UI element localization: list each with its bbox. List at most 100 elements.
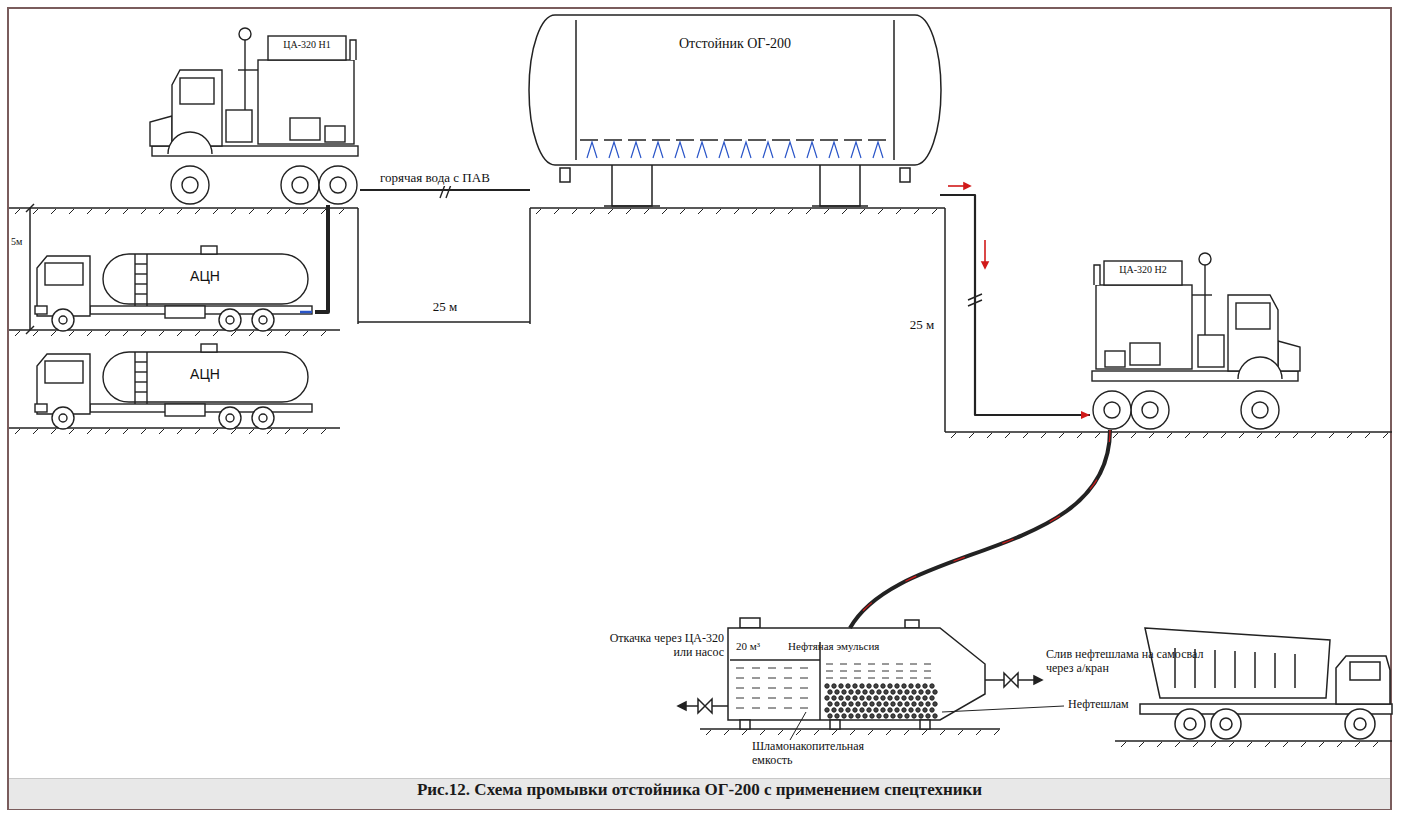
drawing-stroke [867,708,871,712]
drawing-stroke [1319,742,1324,747]
drawing-stroke [770,209,775,214]
drawing-stroke [752,708,760,709]
drawing-stroke [910,671,917,672]
drawing-stroke [909,684,913,688]
drawing-stroke [863,714,867,718]
drawing-stroke [51,209,56,214]
drawing-stroke [321,209,326,214]
drawing-stroke [916,696,920,700]
drawing-stroke [825,708,829,712]
drawing-stroke [881,696,885,700]
drawing-stroke [195,331,200,336]
drawing-stroke [860,696,864,700]
drawing-stroke [912,702,916,706]
drawing-stroke [948,185,964,187]
drawing-stroke [752,209,757,214]
drawing-stroke [1229,742,1234,747]
drawing-stroke [867,684,871,688]
drawing-stroke [575,20,577,160]
drawing-stroke [736,688,744,689]
drawing-stroke [856,714,860,718]
drawing-stroke [105,331,110,336]
drawing-stroke [800,708,808,709]
drawing-stroke [824,209,829,214]
drawing-stroke [15,209,20,214]
unit-label: ЦА-320 Н2 [1104,264,1182,276]
tank-title: Отстойник ОГ-200 [650,36,820,52]
drawing-stroke [945,431,1392,433]
drawing-stroke [300,311,312,314]
drawing-stroke [590,209,595,214]
drawing-stroke [1184,718,1196,730]
drawing-stroke [909,696,913,700]
drawing-stroke [898,690,902,694]
drawing-stroke [267,209,272,214]
drawing-stroke [969,433,974,438]
drawing-stroke [1329,433,1334,438]
drawing-stroke [905,620,919,628]
drawing-stroke [177,429,182,434]
drawing-stroke [905,690,909,694]
drawing-stroke [926,690,930,694]
drawing-stroke [940,730,945,735]
drawing-stroke [1005,433,1010,438]
drawing-stroke [835,714,839,718]
equipment-node: ЦА-320 Н2 [1090,255,1300,430]
drawing-stroke [856,702,860,706]
drawing-stroke [900,168,910,182]
drawing-stroke [868,671,875,672]
drawing-stroke [860,209,865,214]
callout-label: Шламонакопительная емкость [752,740,902,768]
drawing-stroke [768,708,776,709]
drawing-stroke [854,671,861,672]
drawing-stroke [826,678,833,679]
drawing-stroke [930,708,934,712]
drawing-stroke [724,730,729,735]
drawing-stroke [159,331,164,336]
drawing-stroke [123,331,128,336]
drawing-stroke [1145,628,1330,698]
drawing-stroke [912,714,916,718]
drawing-stroke [884,714,888,718]
drawing-stroke [902,696,906,700]
drawing-stroke [1211,709,1241,739]
unit-label: ЦА-320 Н1 [269,39,345,51]
drawing-stroke [51,429,56,434]
drawing-stroke [719,142,729,158]
drawing-stroke [159,209,164,214]
drawing-stroke [1311,433,1316,438]
drawing-stroke [249,209,254,214]
drawing-stroke [800,678,808,679]
drawing-stroke [877,702,881,706]
drawing-stroke [790,712,806,740]
drawing-stroke [800,698,808,699]
drawing-stroke [919,690,923,694]
drawing-stroke [1149,433,1154,438]
drawing-stroke [898,714,902,718]
drawing-stroke [920,720,930,729]
drawing-stroke [33,209,38,214]
drawing-stroke [1354,718,1366,730]
drawing-stroke [851,142,861,158]
drawing-stroke [35,344,312,429]
drawing-stroke [826,671,833,672]
drawing-stroke [1347,433,1352,438]
drawing-stroke [1121,742,1126,747]
drawing-stroke [698,699,712,713]
drawing-stroke [1092,253,1300,429]
drawing-stroke [902,684,906,688]
drawing-stroke [840,671,847,672]
drawing-stroke [752,698,760,699]
drawing-stroke [249,429,254,434]
drawing-stroke [736,668,744,669]
drawing-stroke [752,688,760,689]
drawing-stroke [734,209,739,214]
drawing-stroke [976,730,981,735]
drawing-stroke [814,730,819,735]
drawing-stroke [752,668,760,669]
equipment-node: ЦА-320 Н1 [150,30,360,205]
drawing-stroke [784,688,792,689]
hose-stripe [850,430,1110,628]
drawing-stroke [933,690,937,694]
